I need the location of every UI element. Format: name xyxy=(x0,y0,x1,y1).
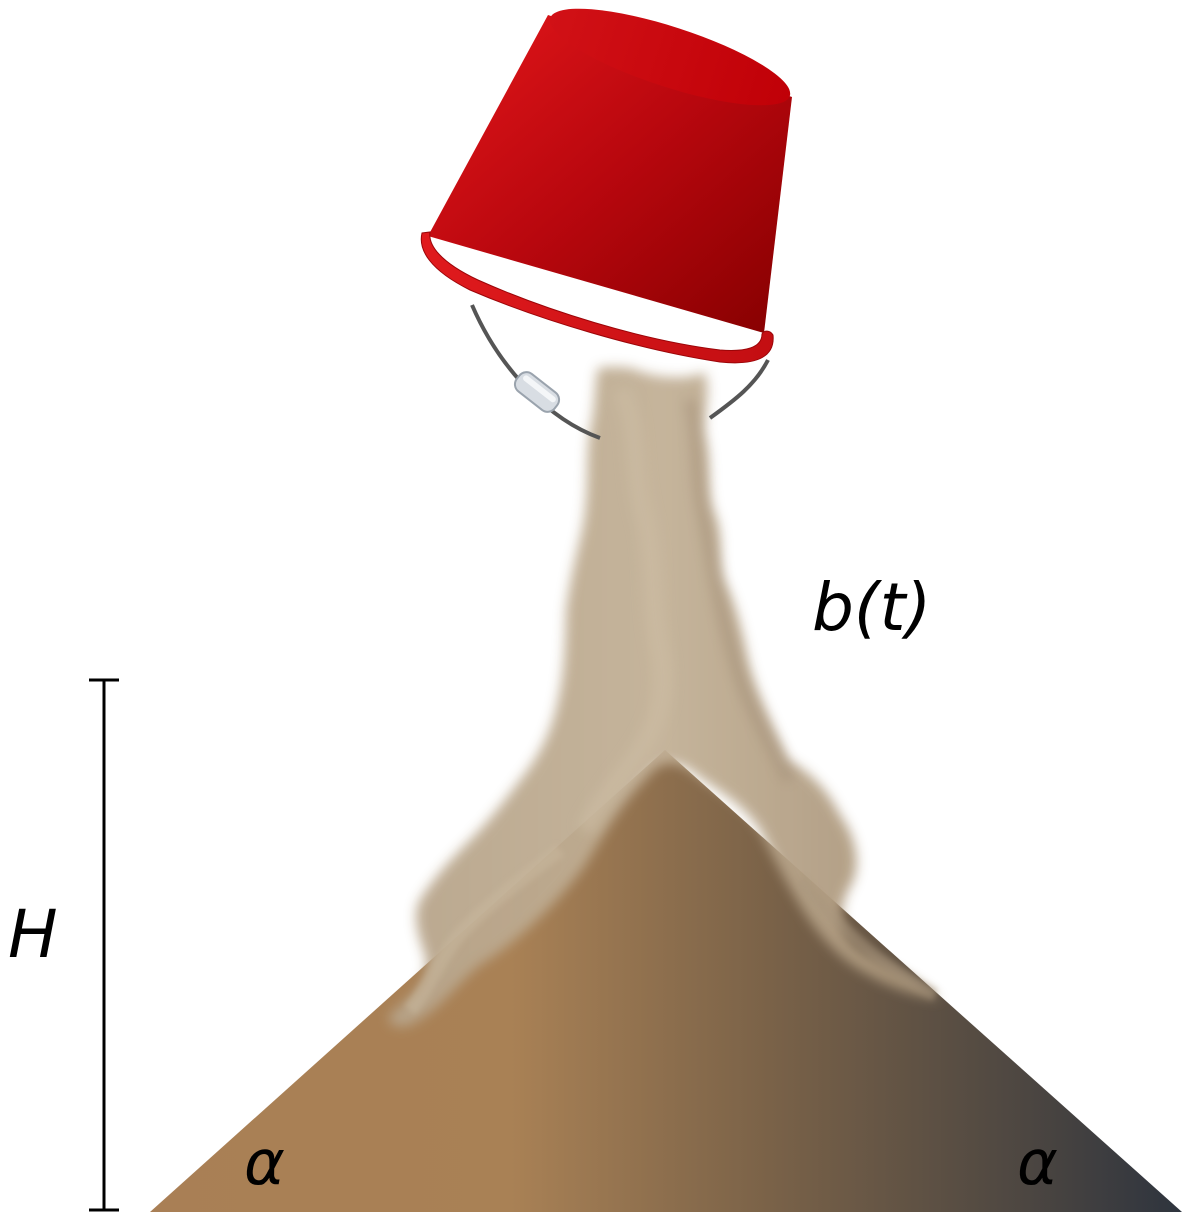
sand-pile-icon xyxy=(150,750,1182,1212)
sand-stream-icon xyxy=(388,366,940,1027)
bucket-handle-grip xyxy=(513,371,561,413)
height-label: H xyxy=(8,896,58,973)
height-measure xyxy=(89,678,119,1212)
stream-width-label: b(t) xyxy=(812,569,931,646)
angle-left-label: α xyxy=(244,1126,285,1199)
bucket-icon xyxy=(420,8,792,440)
angle-right-label: α xyxy=(1017,1126,1058,1199)
